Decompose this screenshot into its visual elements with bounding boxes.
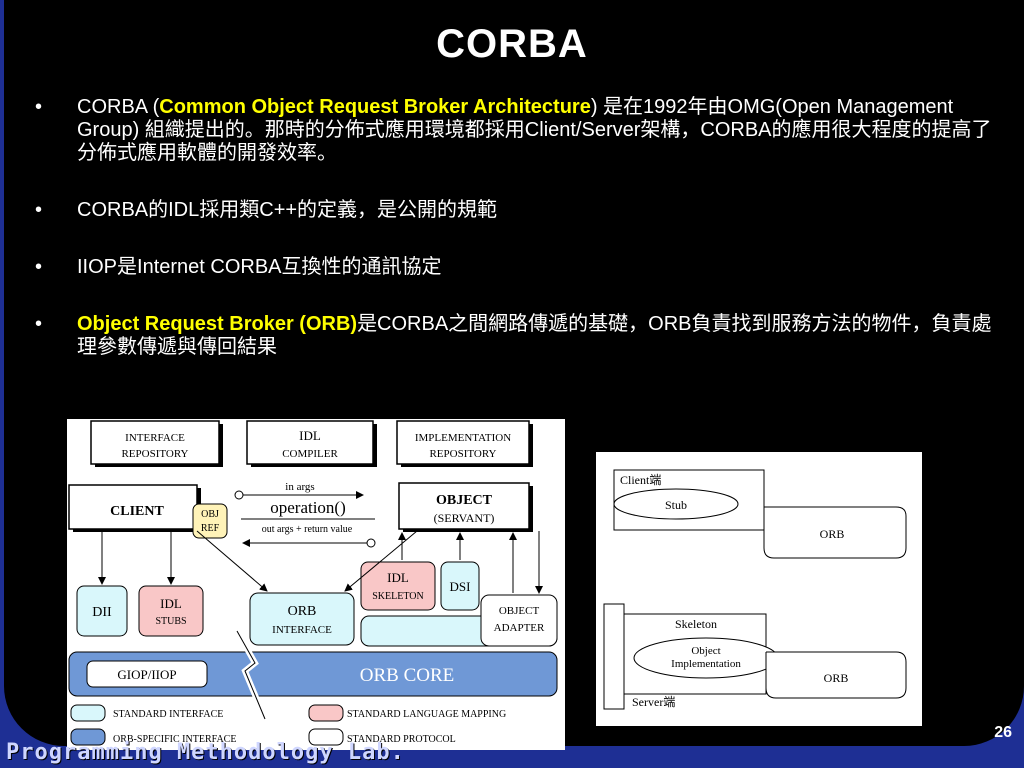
implementation-repository-box: IMPLEMENTATION REPOSITORY — [396, 420, 533, 467]
idl-stubs-label: IDL — [160, 596, 182, 611]
obj-ref-box: OBJ REF — [192, 503, 228, 539]
in-args-origin — [234, 490, 244, 500]
idl-compiler-box: IDL COMPILER — [246, 420, 377, 467]
idl-skeleton-box: IDL SKELETON — [360, 561, 436, 611]
client-label: Client端 — [620, 473, 661, 487]
corba-architecture-svg: INTERFACE REPOSITORY IDL COMPILER IMPLEM… — [68, 420, 558, 746]
dsi-box: DSI — [440, 561, 480, 611]
dsi-label: DSI — [450, 579, 471, 594]
bullet-dot: • — [35, 199, 43, 221]
object-label: OBJECT — [436, 493, 493, 508]
bullet-dot: • — [35, 256, 43, 278]
skeleton-label: Skeleton — [675, 617, 717, 631]
bullet-dot: • — [35, 96, 43, 118]
dii-box: DII — [76, 585, 128, 637]
object-servant-box: OBJECT (SERVANT) — [398, 482, 533, 532]
orb-interface-box: ORB INTERFACE — [249, 592, 355, 646]
footer-lab-name: Programming Methodology Lab. — [6, 740, 405, 765]
operation-label: operation() — [270, 498, 346, 517]
idl-compiler-label: COMPILER — [282, 448, 338, 460]
in-args-label: in args — [285, 481, 314, 493]
bullet-text: IIOP是Internet CORBA互換性的通訊協定 — [77, 256, 442, 278]
orb-interface-label: INTERFACE — [272, 624, 332, 636]
client-region: Client端 Stub — [613, 469, 765, 531]
page-number: 26 — [994, 724, 1012, 741]
orb-core-label: ORB CORE — [360, 665, 455, 686]
obj-ref-label: OBJ — [201, 509, 219, 520]
interface-repository-box: INTERFACE REPOSITORY — [90, 420, 223, 467]
legend-orb-specific-interface: ORB-SPECIFIC INTERFACE — [113, 734, 236, 745]
bullet-highlight: Common Object Request Broker Architectur… — [159, 96, 591, 118]
server-region: Skeleton Object Implementation Server端 — [603, 603, 779, 710]
stub-label: Stub — [665, 498, 687, 512]
bullet-text: CORBA的IDL採用類C++的定義，是公開的規範 — [77, 199, 498, 221]
idl-stubs-label: STUBS — [155, 616, 186, 627]
out-args-label: out args + return value — [262, 524, 353, 535]
object-adapter-box: OBJECT ADAPTER — [360, 594, 558, 647]
bullet-dot: • — [35, 313, 43, 335]
giop-iiop-label: GIOP/IIOP — [117, 667, 176, 682]
implementation-repository-label: IMPLEMENTATION — [415, 432, 511, 444]
obj-ref-label: REF — [201, 523, 220, 534]
orb-bottom-region — [765, 651, 907, 699]
idl-stubs-box: IDL STUBS — [138, 585, 204, 637]
object-adapter-label: OBJECT — [499, 605, 540, 617]
object-impl-label: Implementation — [671, 658, 741, 670]
bullet-item: • Object Request Broker (ORB)是CORBA之間網路傳… — [35, 313, 1005, 359]
interface-repository-label: INTERFACE — [125, 432, 185, 444]
object-adapter-label: ADAPTER — [494, 622, 545, 634]
bullet-highlight: Object Request Broker (ORB) — [77, 313, 358, 335]
server-label: Server端 — [632, 695, 675, 709]
idl-compiler-label: IDL — [299, 428, 321, 443]
diagram-legend: STANDARD INTERFACE ORB-SPECIFIC INTERFAC… — [70, 704, 506, 746]
out-args-origin — [366, 538, 376, 548]
orb-bottom-label: ORB — [824, 671, 849, 685]
arrow-client-orbinterface — [196, 530, 268, 592]
idl-skeleton-label: SKELETON — [372, 591, 423, 602]
legend-standard-interface: STANDARD INTERFACE — [113, 709, 223, 720]
orb-interface-label: ORB — [288, 604, 317, 619]
implementation-repository-label: REPOSITORY — [429, 448, 496, 460]
bullet-item: • CORBA (Common Object Request Broker Ar… — [35, 96, 1005, 165]
slide-title: CORBA — [436, 22, 588, 66]
legend-standard-language-mapping: STANDARD LANGUAGE MAPPING — [347, 709, 506, 720]
arrow-object-orbinterface — [344, 530, 418, 592]
bullet-text: ) 是在1992年由OMG(Open Management Group) 組織提… — [77, 96, 992, 164]
legend-standard-protocol: STANDARD PROTOCOL — [347, 734, 456, 745]
bullet-text: CORBA ( — [77, 96, 160, 118]
interface-repository-label: REPOSITORY — [121, 448, 188, 460]
bullet-text: 是CORBA之間網路傳遞的基礎，ORB負責找到服務方法的物件，負責處理參數傳遞與… — [77, 313, 992, 358]
idl-skeleton-label: IDL — [387, 570, 409, 585]
client-server-orb-diagram: Client端 Stub ORB Skeleton Object Impleme… — [596, 452, 922, 726]
bullet-item: • CORBA的IDL採用類C++的定義，是公開的規範 — [35, 199, 1005, 222]
client-box: CLIENT — [68, 484, 201, 532]
object-impl-label: Object — [691, 645, 720, 657]
orb-top-label: ORB — [820, 527, 845, 541]
bullet-item: • IIOP是Internet CORBA互換性的通訊協定 — [35, 256, 1005, 279]
orb-top-region — [763, 506, 907, 559]
bullet-list: • CORBA (Common Object Request Broker Ar… — [35, 96, 1005, 393]
client-label: CLIENT — [110, 504, 164, 519]
orb-core-bar: GIOP/IIOP ORB CORE — [68, 629, 558, 721]
dii-label: DII — [92, 605, 112, 620]
servant-label: (SERVANT) — [434, 511, 495, 525]
corba-architecture-diagram: INTERFACE REPOSITORY IDL COMPILER IMPLEM… — [67, 419, 565, 750]
client-server-orb-svg: Client端 Stub ORB Skeleton Object Impleme… — [603, 469, 907, 710]
